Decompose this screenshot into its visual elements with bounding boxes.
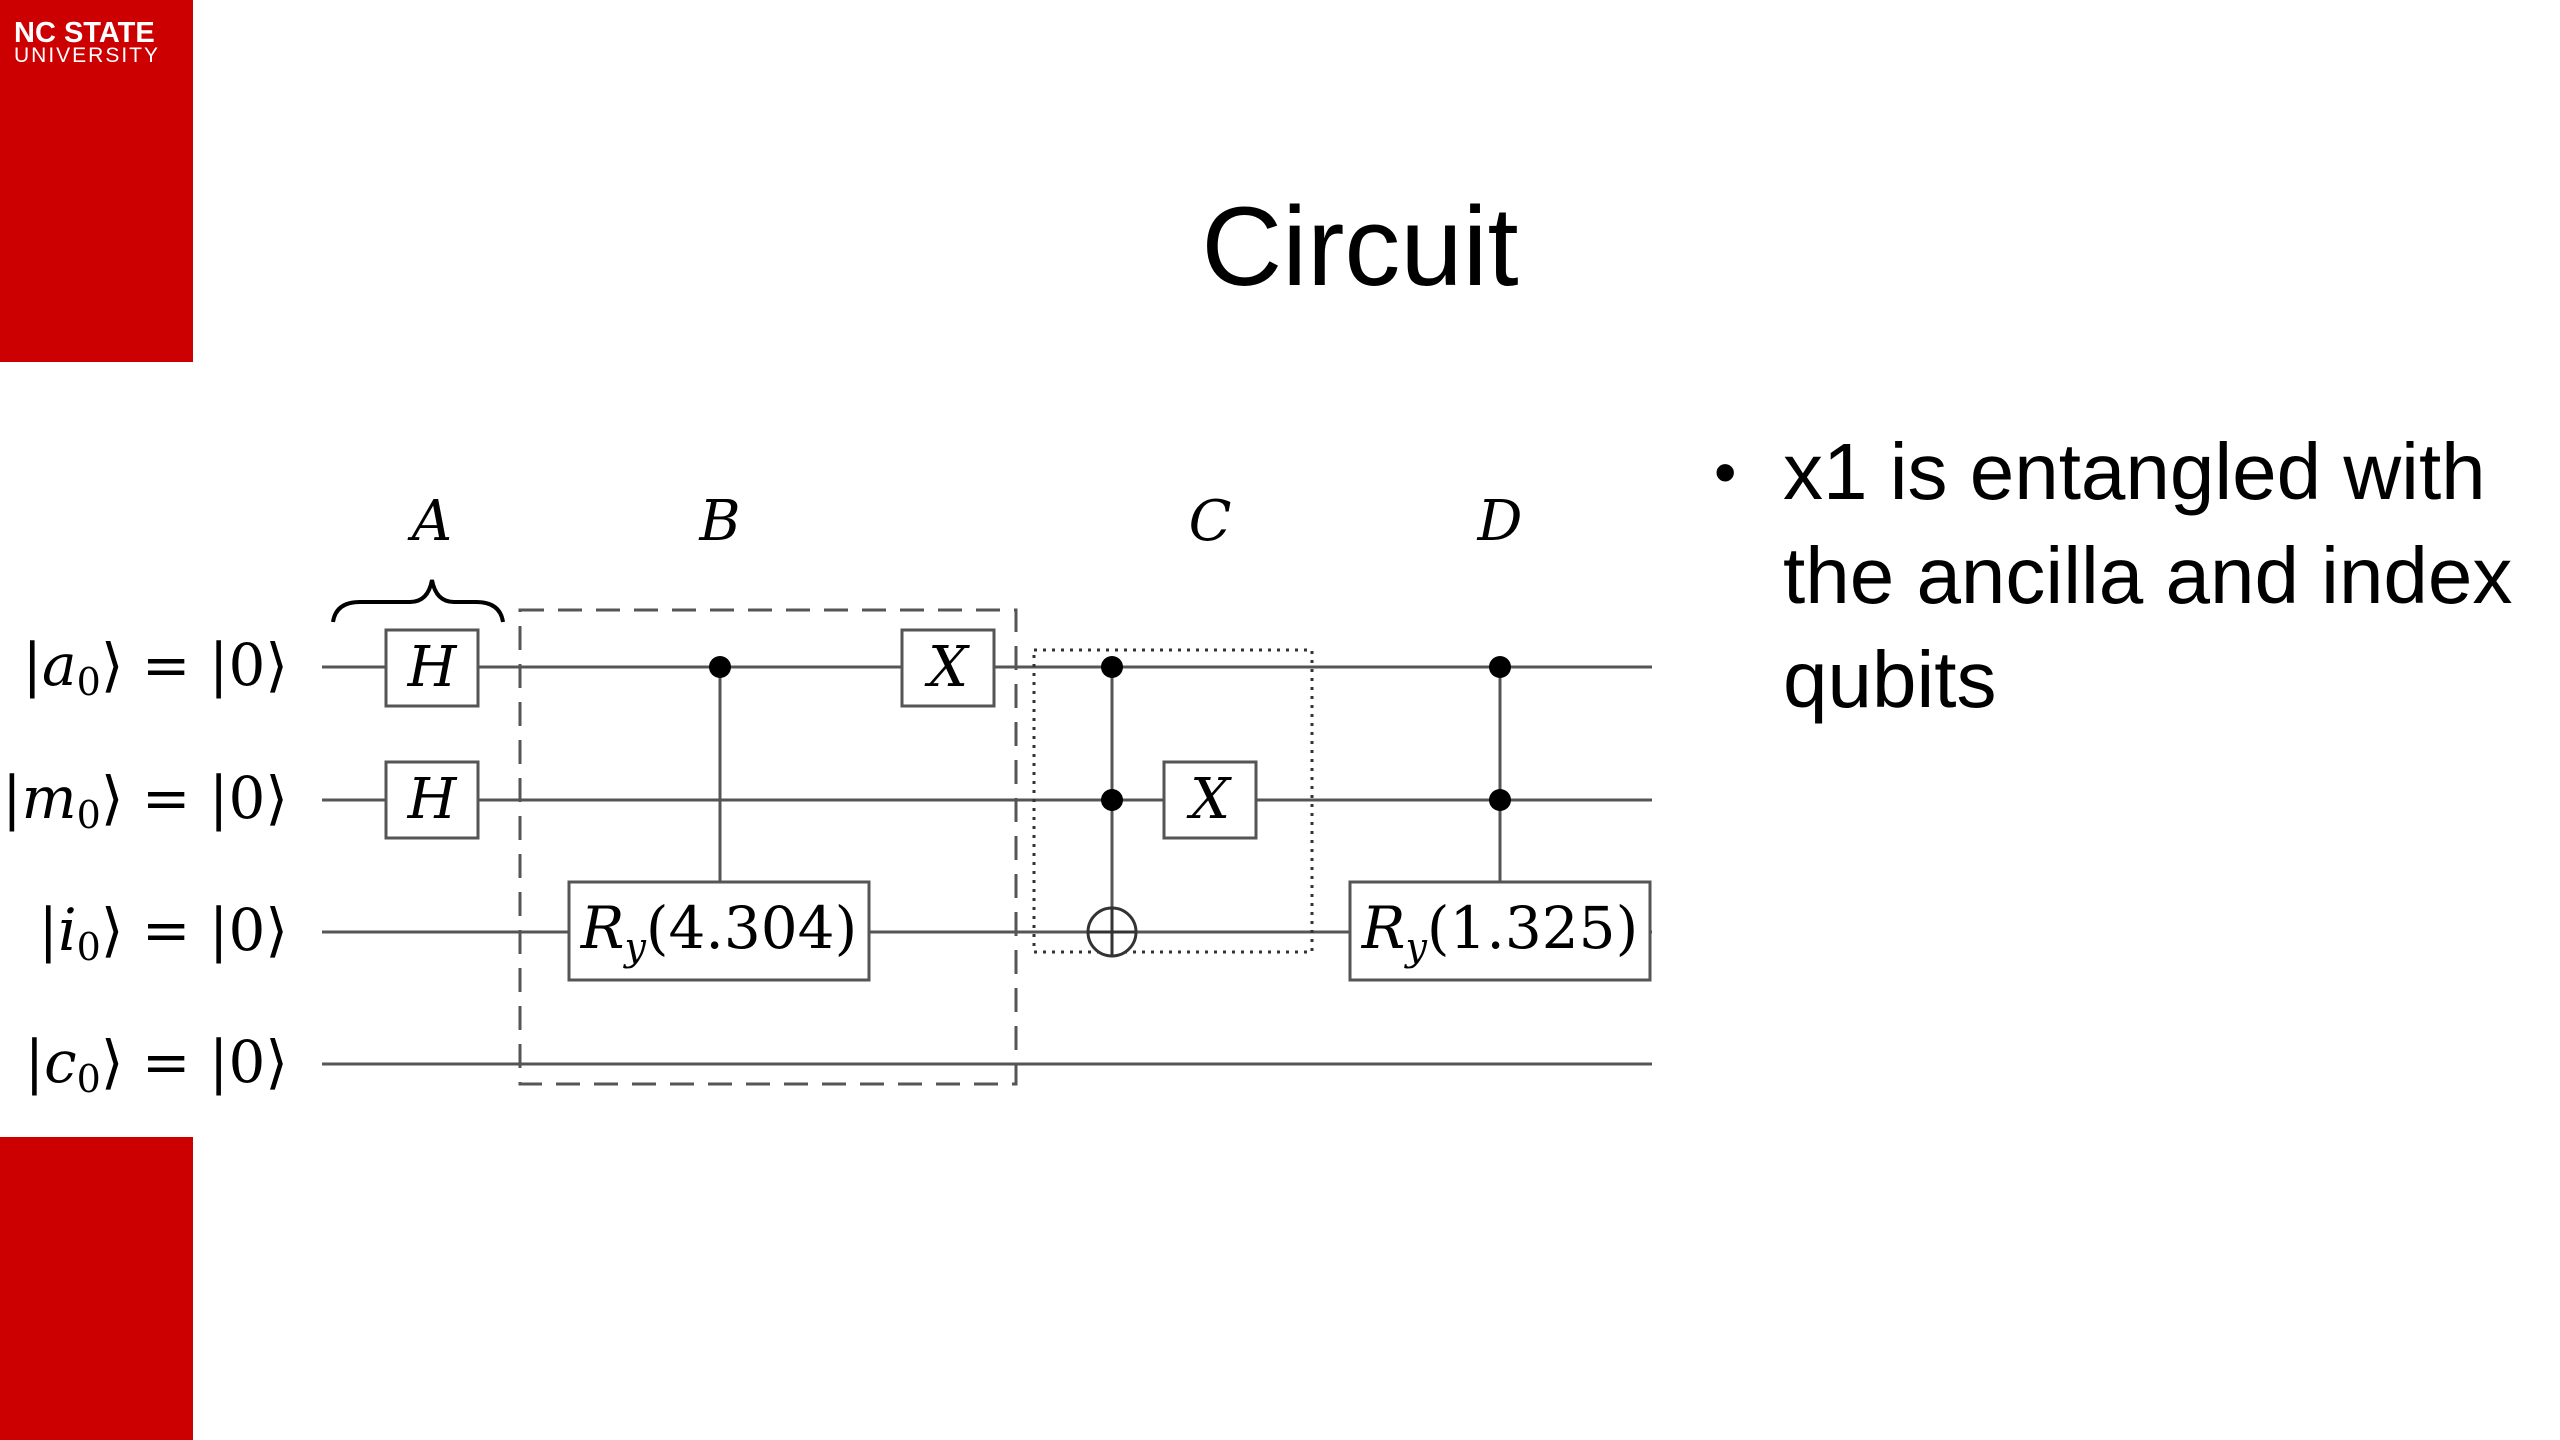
brace-icon — [331, 579, 505, 623]
svg-text:Ry(1.325): Ry(1.325) — [1361, 894, 1638, 969]
qubit-label-c0: |c0⟩ = |0⟩ — [25, 1028, 288, 1101]
control-dot-icon — [709, 656, 731, 678]
qubit-label-a0: |a0⟩ = |0⟩ — [22, 631, 288, 704]
qubit-labels: |a0⟩ = |0⟩ |m0⟩ = |0⟩ |i0⟩ = |0⟩ |c0⟩ = … — [2, 631, 288, 1101]
slide-title: Circuit — [1201, 184, 1519, 309]
logo-line-1: NC STATE — [14, 17, 155, 49]
x-gate-a0: X — [900, 628, 996, 708]
bullet-item: • x1 is entangled with the ancilla and i… — [1700, 420, 2520, 732]
svg-text:H: H — [407, 635, 458, 700]
stage-label-a: A — [407, 489, 452, 554]
svg-text:X: X — [1186, 767, 1232, 832]
bullet-list: • x1 is entangled with the ancilla and i… — [1700, 420, 2520, 732]
bullet-text: x1 is entangled with the ancilla and ind… — [1783, 427, 2513, 724]
h-gate-a0: H — [384, 628, 480, 708]
ry-gate-d: Ry(1.325) — [1348, 880, 1652, 982]
stage-label-c: C — [1189, 489, 1232, 554]
svg-text:Ry(4.304): Ry(4.304) — [580, 894, 857, 969]
logo-line-2: UNIVERSITY — [14, 44, 161, 67]
quantum-circuit: |a0⟩ = |0⟩ |m0⟩ = |0⟩ |i0⟩ = |0⟩ |c0⟩ = … — [2, 489, 1652, 1101]
stage-label-b: B — [698, 489, 740, 554]
control-dot-icon — [1489, 656, 1511, 678]
stage-label-d: D — [1477, 489, 1523, 554]
stage-c-box — [1032, 648, 1314, 954]
ry-gate-b: Ry(4.304) — [567, 880, 871, 982]
control-dot-icon — [1101, 656, 1123, 678]
control-dot-icon — [1489, 789, 1511, 811]
qubit-label-i0: |i0⟩ = |0⟩ — [39, 896, 288, 969]
svg-text:X: X — [924, 635, 970, 700]
h-gate-m0: H — [384, 760, 480, 840]
brand-bar-top — [0, 0, 193, 362]
brand-bar-bottom — [0, 1137, 193, 1440]
cnot-target-icon — [1086, 906, 1138, 958]
control-dots — [709, 656, 1511, 811]
control-dot-icon — [1101, 789, 1123, 811]
stage-b-box — [518, 608, 1018, 1086]
qubit-label-m0: |m0⟩ = |0⟩ — [2, 764, 288, 837]
svg-text:H: H — [407, 767, 458, 832]
x-gate-m0: X — [1162, 760, 1258, 840]
bullet-dot-icon: • — [1714, 436, 1737, 508]
ncstate-logo: NC STATE UNIVERSITY — [14, 17, 161, 67]
